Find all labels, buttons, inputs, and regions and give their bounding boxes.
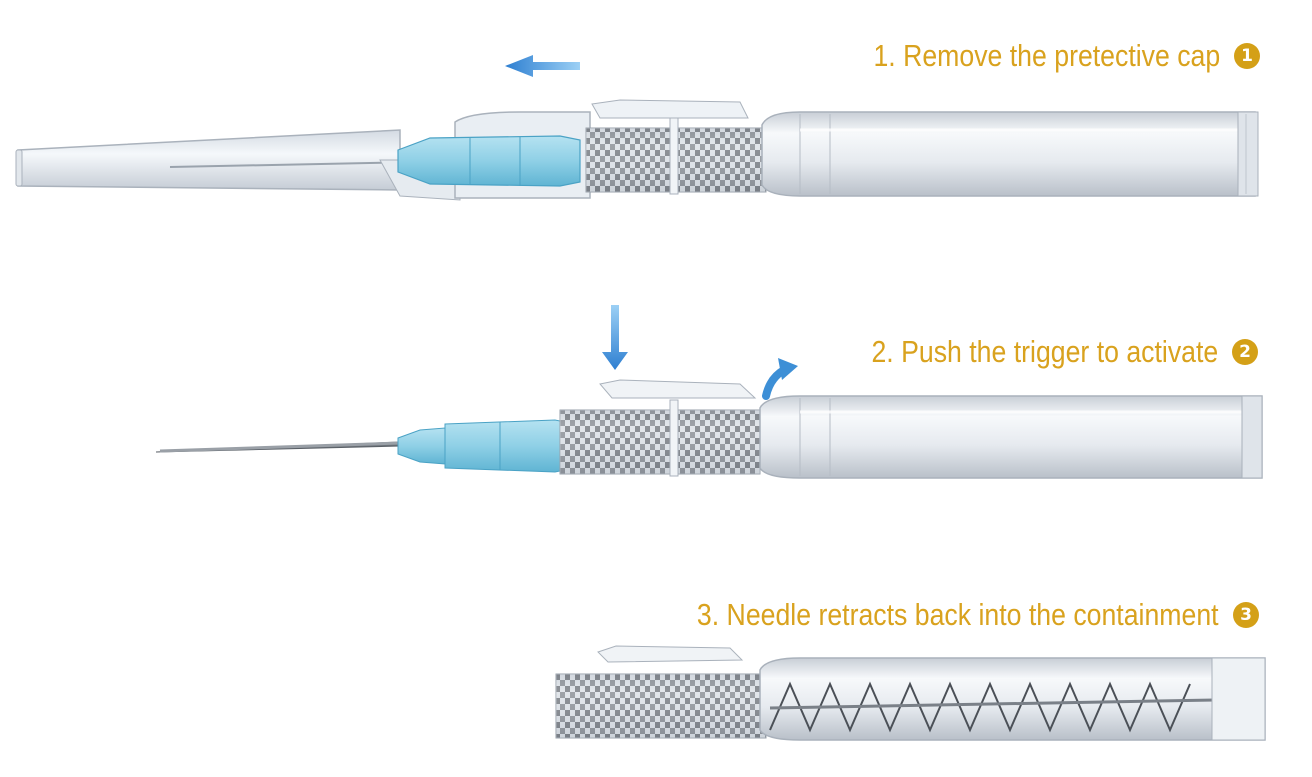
- spring-section: [559, 399, 761, 477]
- step-3: 3. Needle retracts back into the contain…: [0, 560, 1312, 777]
- catheter-hub: [397, 135, 581, 187]
- step-3-badge: 3: [1233, 602, 1259, 628]
- needle: [155, 441, 401, 453]
- step-1: 1. Remove the pretective cap 1: [0, 0, 1312, 240]
- catheter-with-cap: [15, 55, 1259, 201]
- step-2: 2. Push the trigger to activate 2: [0, 300, 1312, 500]
- step-1-label: 1. Remove the pretective cap: [873, 38, 1220, 73]
- step-2-badge: 2: [1232, 339, 1258, 365]
- trigger-push-arrow-icon: [602, 305, 628, 370]
- retracted-device: [555, 645, 1266, 741]
- retracted-needle-icon: [759, 657, 1266, 741]
- spring-section: [585, 99, 767, 195]
- step-3-caption: 3. Needle retracts back into the contain…: [612, 597, 1259, 633]
- trigger-release-arrow-icon: [762, 358, 798, 400]
- device-barrel: [759, 395, 1263, 479]
- detached-trigger: [597, 645, 744, 663]
- catheter-hub: [397, 419, 576, 473]
- step-3-label: 3. Needle retracts back into the contain…: [697, 597, 1219, 632]
- step-1-badge: 1: [1234, 43, 1260, 69]
- spring-section: [555, 673, 767, 739]
- step-2-label: 2. Push the trigger to activate: [871, 334, 1218, 369]
- device-barrel: [761, 111, 1259, 197]
- catheter-activation: [155, 305, 1263, 479]
- step-2-caption: 2. Push the trigger to activate 2: [815, 334, 1258, 370]
- cap-removal-arrow-icon: [505, 55, 580, 77]
- step-1-caption: 1. Remove the pretective cap 1: [817, 38, 1260, 74]
- trigger[interactable]: [599, 379, 757, 399]
